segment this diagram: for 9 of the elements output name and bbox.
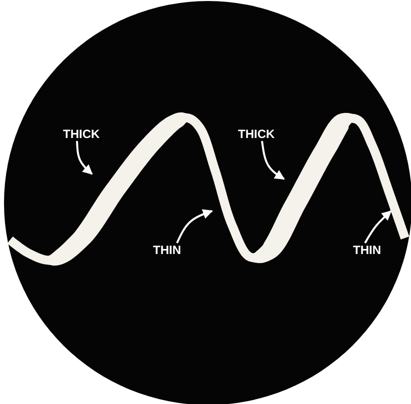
waveform-trace <box>7 112 410 266</box>
leader-arrow <box>261 140 285 180</box>
trace-label: THICK <box>63 127 100 141</box>
leader-arrow <box>76 140 93 175</box>
leader-arrow <box>364 210 392 244</box>
trace-label: THIN <box>153 243 181 257</box>
trace-label: THIN <box>353 243 381 257</box>
leader-arrow <box>176 209 213 244</box>
trace-label: THICK <box>238 127 275 141</box>
